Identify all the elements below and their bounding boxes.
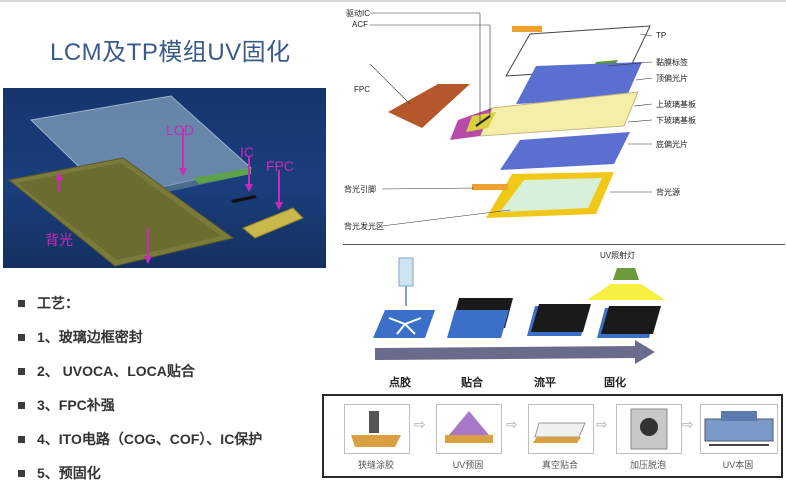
section-divider [343,244,785,245]
step-image [700,404,778,454]
ic-label: IC [240,144,254,160]
bullet-square-icon [18,333,25,341]
step-level: 流平 [534,377,556,389]
orange-tab [512,26,542,32]
backlight-pin-shape [472,184,508,190]
upper-glass-label: 上玻璃基板 [656,100,696,109]
fpc-layer-label: FPC [354,85,370,94]
uv-lamp-icon [613,268,639,280]
acf-label: ACF [352,20,368,29]
step-dispense: 点胶 [389,377,411,389]
arrow-right-icon: ⇨ [682,416,694,432]
dispense-needle [398,257,414,287]
process-list: 工艺： 1、玻璃边框密封 2、 UVOCA、LOCA贴合 3、FPC补强 4、I… [18,286,338,490]
backlight-source-label: 背光源 [656,188,680,197]
step-caption: UV本固 [722,460,754,470]
list-item: 1、玻璃边框密封 [18,320,338,354]
bottom-polarizer-layer [500,132,630,170]
step-image [344,404,410,454]
bullet-square-icon [18,367,25,375]
step-cure: 固化 [604,377,626,389]
list-item: 工艺： [18,286,338,320]
exploded-layer-diagram [369,12,653,227]
step-image [616,404,682,454]
fpc-shape [242,207,304,239]
bullet-square-icon [18,299,25,307]
uv-lamp-label: UV照射灯 [600,251,636,260]
list-item: 2、 UVOCA、LOCA贴合 [18,354,338,388]
uv-light-beam [587,284,665,300]
bullet-square-icon [18,469,25,477]
backlight-inner-shape [17,163,221,260]
laminate-panel [447,310,509,338]
page-title: LCM及TP模组UV固化 [50,39,291,66]
arrow-right-icon: ⇨ [414,416,426,432]
driver-ic-label: 驱动IC [346,9,370,18]
list-item: 4、ITO电路（COG、COF）、IC保护 [18,422,338,456]
process-flow-arrow [375,340,655,364]
step-image [528,404,594,454]
bullet-square-icon [18,435,25,443]
ic-chip-shape [231,195,257,203]
top-polarizer-label: 顶偏光片 [656,74,688,83]
backlight-label: 背光 [45,232,73,248]
level-glass [531,304,591,332]
lcm-illustration: LCD IC FPC 背光 [3,88,326,268]
backlight-pin-label: 背光引脚 [344,185,376,194]
lcm-3d-drawing [7,95,304,267]
step-image [436,404,502,454]
fpc-label: FPC [266,158,294,174]
uv-process-illustration [373,257,665,364]
backlight-emit-label: 背光发光区 [344,222,384,231]
tp-label: TP [656,31,667,40]
step-laminate: 贴合 [461,377,483,389]
top-rule [0,0,786,2]
fpc-layer-shape [388,84,470,128]
bottom-polarizer-label: 底偏光片 [656,140,688,149]
step-caption: 狭缝涂胶 [357,460,394,470]
backlight-emit-area [500,178,602,212]
step-caption: 加压脱泡 [629,460,666,470]
top-polarizer-layer [516,62,642,104]
arrow-right-icon: ⇨ [596,416,608,432]
arrow-right-icon: ⇨ [506,416,518,432]
cure-glass [601,306,661,334]
step-caption: UV预固 [452,460,484,470]
lcd-green-strip [193,168,251,184]
lcd-label: LCD [166,122,195,138]
lower-glass-label: 下玻璃基板 [656,116,696,125]
step-caption: 真空贴合 [541,460,578,470]
label-tag-label: 黏膜标签 [656,58,688,67]
bullet-square-icon [18,401,25,409]
bottom-process-strip: ⇨ ⇨ ⇨ ⇨ 狭缝涂胶 UV预固 真空贴合 加压脱泡 UV本固 [322,394,783,478]
list-item: 5、预固化 [18,456,338,490]
list-item: 3、FPC补强 [18,388,338,422]
